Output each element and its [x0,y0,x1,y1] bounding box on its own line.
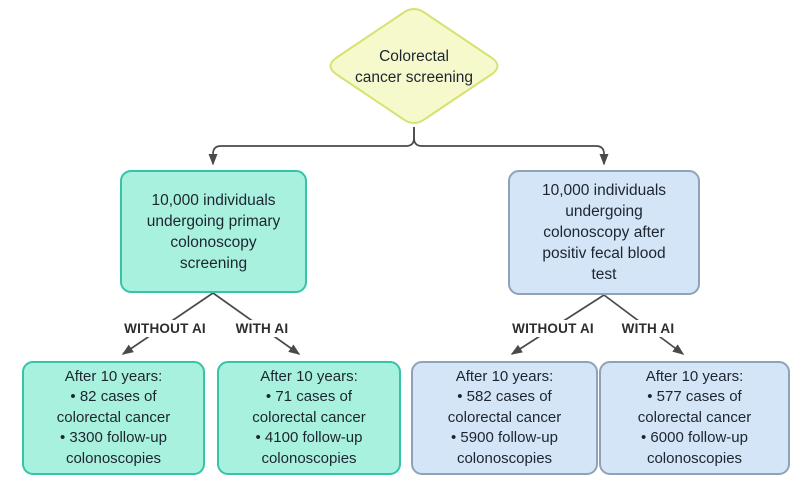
text-line: positiv fecal blood [542,245,666,262]
text-line: cancer screening [354,69,474,86]
text-line: colonoscopy after [543,224,665,241]
connector-decision-to-right [413,127,609,166]
text-line: • 5900 follow-up [451,429,558,447]
branch-label-left-without-ai: WITHOUT AI [120,320,210,337]
text-line: • 3300 follow-up [60,429,167,447]
text-line: • 71 cases of [265,388,353,406]
outcome-fbt-with-ai: After 10 years: • 577 cases of colorectal … [599,361,790,475]
text-line: colonoscopies [65,449,162,467]
branch-label-right-without-ai: WITHOUT AI [508,320,598,337]
text-line: test [591,266,617,283]
text-line: • 582 cases of [457,388,552,406]
text-line: screening [179,254,248,272]
text-line: colorectal cancer [252,408,366,426]
text-line: colorectal cancer [447,408,562,426]
text-line: 10,000 individuals [151,191,276,209]
branch-label-left-with-ai: WITH AI [231,320,293,337]
text-line: colonoscopies [646,449,743,467]
text-line: colorectal cancer [56,408,171,426]
node-positive-fecal-blood-test-cohort: 10,000 individuals undergoing colonoscopy … [508,170,700,295]
outcome-fbt-without-ai: After 10 years: • 582 cases of colorectal … [411,361,598,475]
branch-label-right-with-ai: WITH AI [617,320,679,337]
text-line: Colorectal [379,48,449,65]
decision-node-label: Colorectal cancer screening [355,46,473,88]
node-primary-colonoscopy-cohort: 10,000 individuals undergoing primary colo… [120,170,307,293]
text-line: colonoscopies [261,449,357,467]
text-line: • 82 cases of [70,388,157,406]
text-line: 10,000 individuals [541,182,667,199]
connector-decision-to-left [208,127,415,166]
text-line: colorectal cancer [637,408,752,426]
text-line: After 10 years: [455,367,554,385]
decision-diamond-shape [329,8,499,124]
text-line: After 10 years: [260,367,358,385]
text-line: • 6000 follow-up [641,429,748,447]
outcome-primary-with-ai: After 10 years: • 71 cases of colorectal c… [217,361,401,475]
outcome-primary-without-ai: After 10 years: • 82 cases of colorectal c… [22,361,205,475]
text-line: colonoscopies [456,449,553,467]
text-line: • 4100 follow-up [255,429,363,447]
text-line: undergoing [565,203,643,220]
text-line: colonoscopy [170,233,257,251]
text-line: • 577 cases of [647,388,742,406]
text-line: undergoing primary [146,212,281,230]
text-line: After 10 years: [64,367,163,385]
text-line: After 10 years: [645,367,744,385]
